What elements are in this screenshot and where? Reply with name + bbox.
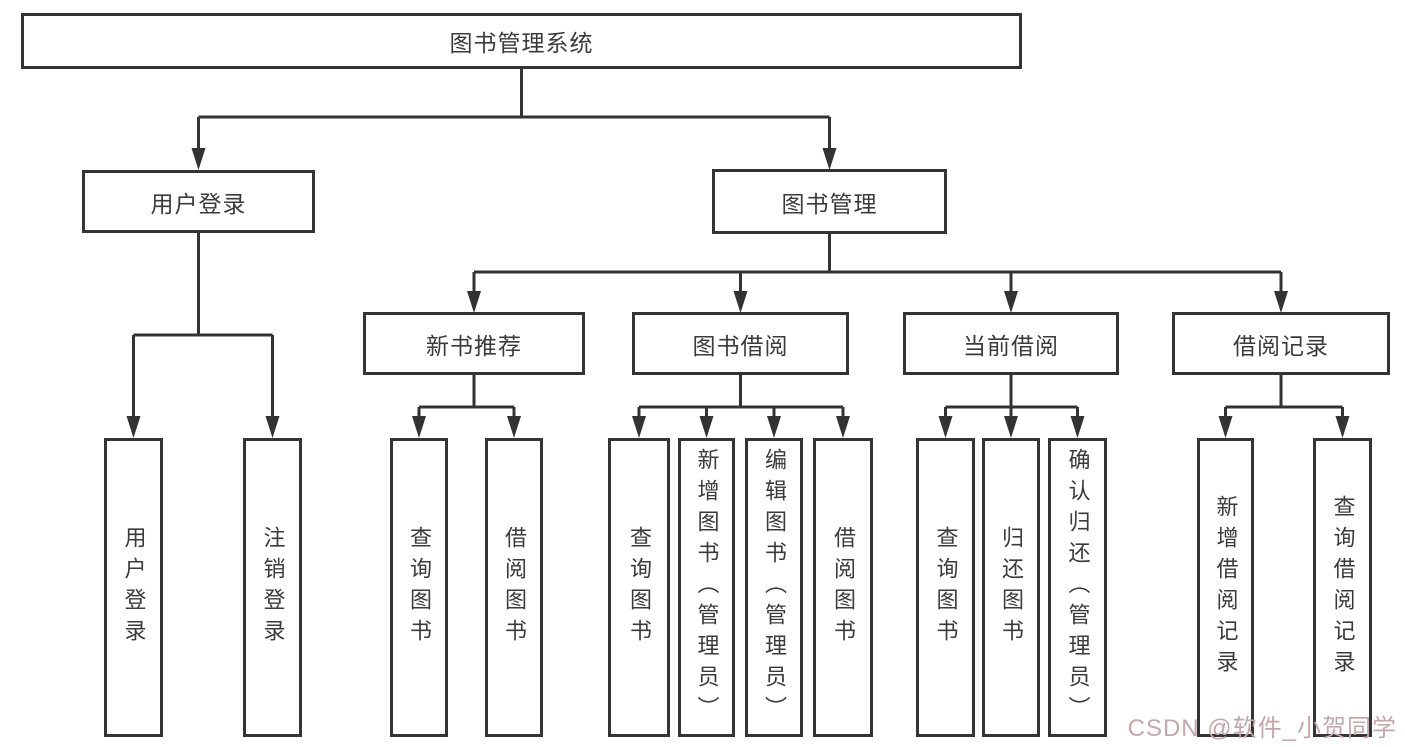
leaf-user-login-label: 用户登录 [121,525,147,650]
node-current-borrow: 当前借阅 [903,312,1119,375]
node-new-book-recommend: 新书推荐 [363,312,585,375]
leaf-borrow-books-borrow-label: 借阅图书 [831,525,856,650]
leaf-query-books-borrow-label: 查询图书 [627,525,652,650]
node-user-login: 用户登录 [82,170,315,233]
node-book-management: 图书管理 [712,169,947,234]
leaf-query-books-recommend-label: 查询图书 [407,525,432,650]
node-book-borrow: 图书借阅 [632,312,849,375]
leaf-confirm-return-admin-label: 确认归还（管理员） [1065,448,1091,727]
leaf-query-books-current-label: 查询图书 [933,525,959,650]
leaf-add-books-admin-label: 新增图书（管理员） [694,448,720,727]
leaf-user-login: 用户登录 [104,438,163,737]
leaf-query-books-borrow: 查询图书 [608,438,670,737]
watermark: CSDN @软件_小贺同学 [1127,715,1397,742]
connector-borrow-records-branch [1218,375,1350,438]
connector-user-login-branch [126,233,280,438]
leaf-confirm-return-admin: 确认归还（管理员） [1048,438,1107,737]
leaf-borrow-books-recommend: 借阅图书 [485,438,543,737]
leaf-query-books-recommend: 查询图书 [390,438,448,737]
node-borrow-records: 借阅记录 [1172,312,1390,375]
connector-book-management-branch [467,234,1288,313]
leaf-borrow-books-recommend-label: 借阅图书 [502,525,527,650]
connector-root-to-level2 [191,69,837,170]
leaf-query-books-current: 查询图书 [916,438,975,737]
leaf-borrow-books-borrow: 借阅图书 [813,438,873,737]
leaf-return-books-label: 归还图书 [999,525,1024,650]
connector-new-book-branch [412,375,521,438]
leaf-query-borrow-record: 查询借阅记录 [1313,438,1372,737]
leaf-logout-label: 注销登录 [260,525,286,650]
leaf-add-books-admin: 新增图书（管理员） [678,438,735,737]
leaf-query-borrow-record-label: 查询借阅记录 [1330,494,1356,681]
connector-current-borrow-branch [938,375,1085,438]
leaf-logout: 注销登录 [243,438,302,737]
connector-book-borrow-branch [632,375,850,438]
leaf-edit-books-admin: 编辑图书（管理员） [745,438,803,737]
leaf-add-borrow-record: 新增借阅记录 [1197,438,1254,737]
node-library-management-system: 图书管理系统 [21,13,1022,69]
leaf-add-borrow-record-label: 新增借阅记录 [1213,494,1239,681]
leaf-edit-books-admin-label: 编辑图书（管理员） [762,448,787,727]
leaf-return-books: 归还图书 [982,438,1040,737]
